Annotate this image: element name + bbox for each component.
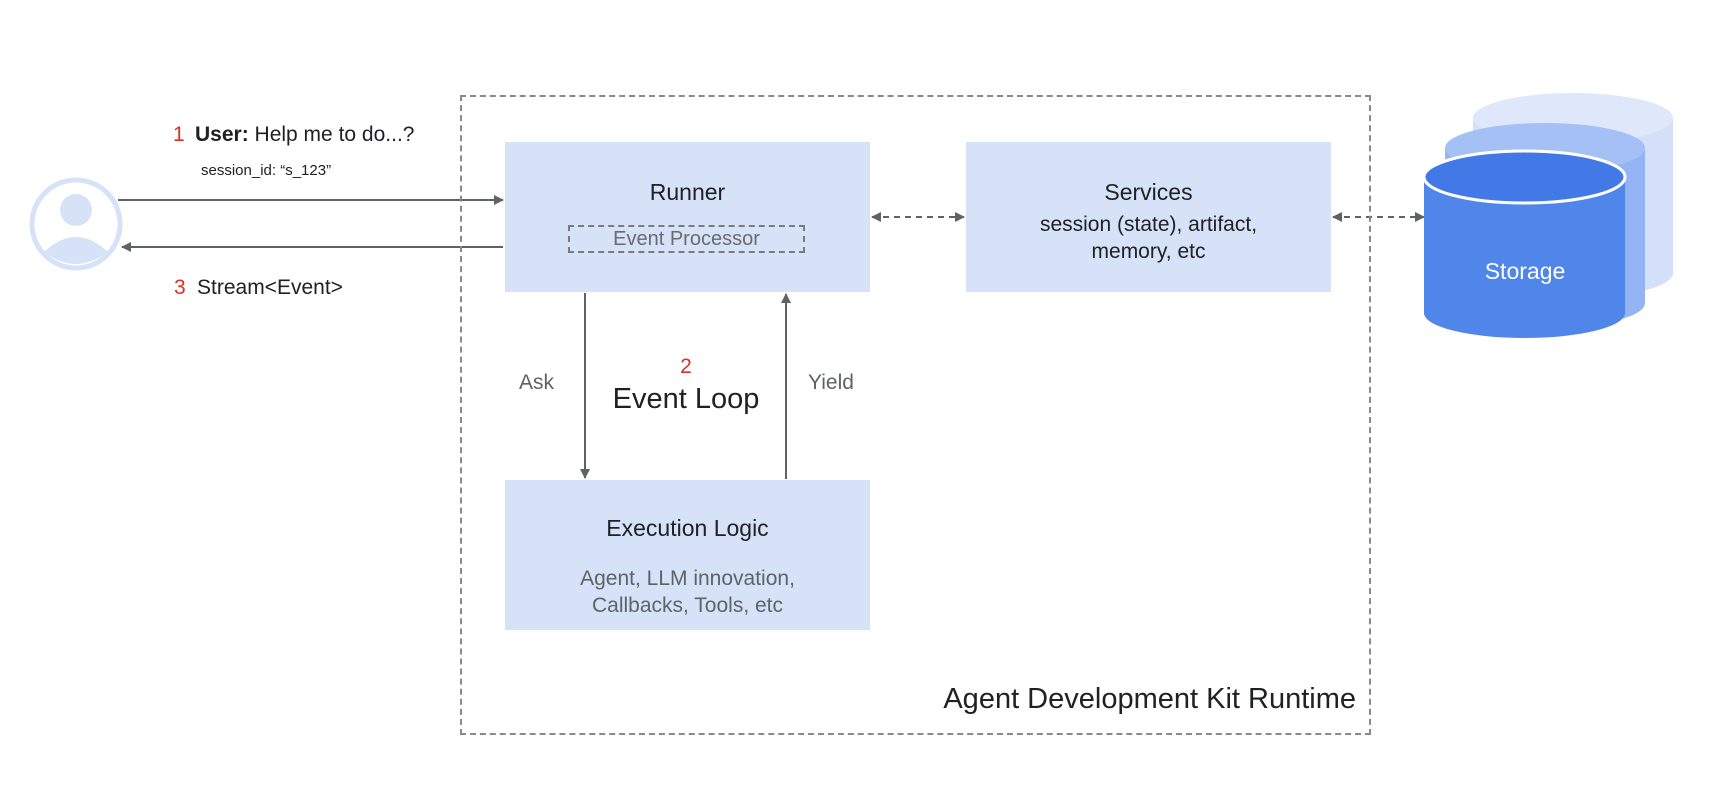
session-id-label: session_id: “s_123” (201, 162, 332, 179)
runtime-boundary (460, 95, 1371, 735)
yield-label: Yield (808, 371, 854, 394)
services-title: Services (1104, 179, 1193, 205)
step-3-number: 3 (174, 276, 186, 299)
execution-line-2: Callbacks, Tools, etc (591, 594, 784, 617)
execution-logic-title: Execution Logic (606, 515, 769, 541)
services-description: session (state), artifact, memory, etc (966, 211, 1331, 265)
step-2-number: 2 (680, 355, 692, 378)
execution-logic-description: Agent, LLM innovation, Callbacks, Tools,… (505, 565, 870, 619)
runner-title: Runner (649, 179, 726, 205)
services-line-1: session (state), artifact, (1039, 213, 1258, 236)
database-icon (1422, 93, 1673, 338)
storage-label: Storage (1484, 258, 1566, 284)
services-box (966, 142, 1331, 292)
services-line-2: memory, etc (1091, 240, 1206, 263)
execution-logic-box (505, 480, 870, 630)
execution-line-1: Agent, LLM innovation, (580, 567, 795, 590)
event-processor: Event Processor (568, 225, 805, 253)
step-1-number: 1 (173, 123, 185, 146)
user-message: Help me to do...? (248, 123, 415, 146)
runtime-label: Agent Development Kit Runtime (943, 683, 1356, 715)
ask-label: Ask (519, 371, 555, 394)
runner-box (505, 142, 870, 292)
event-loop-label: Event Loop (612, 383, 760, 415)
user-speaker-label: User: (195, 123, 249, 146)
user-avatar-icon (29, 177, 123, 271)
user-request-text: User: Help me to do...? (195, 123, 414, 147)
stream-label: Stream<Event> (197, 276, 343, 299)
